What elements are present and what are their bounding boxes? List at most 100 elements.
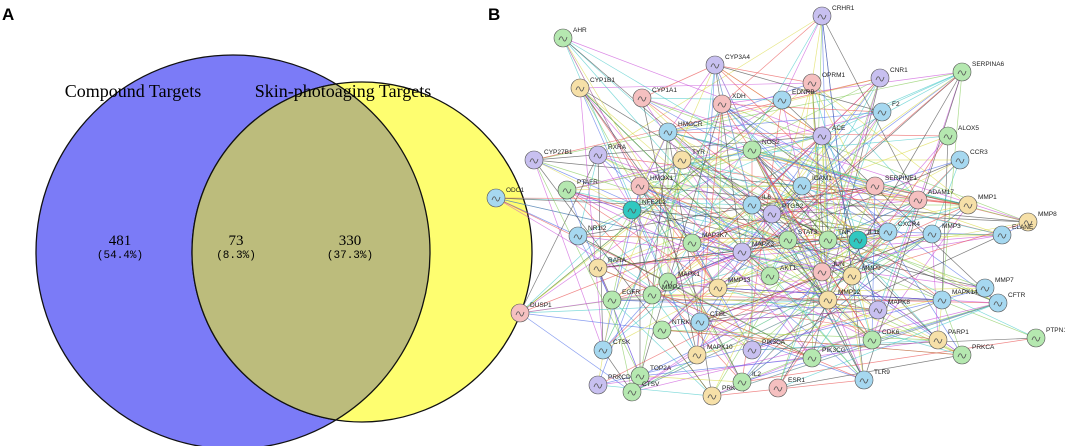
network-edge bbox=[931, 233, 1003, 236]
protein-structure-icon bbox=[765, 274, 775, 280]
network-edge bbox=[681, 159, 939, 341]
network-node-label: IL2 bbox=[752, 371, 761, 378]
network-node-circle bbox=[1018, 212, 1038, 232]
protein-structure-icon bbox=[817, 14, 827, 20]
network-node-label: RXRA bbox=[608, 144, 627, 151]
network-node-circle bbox=[593, 340, 613, 360]
venn-overlap-count: 73 bbox=[229, 233, 244, 249]
network-node: ODC1 bbox=[486, 187, 524, 208]
network-edge bbox=[631, 233, 933, 393]
network-edge bbox=[519, 154, 599, 314]
network-node-label: IL1B bbox=[868, 229, 881, 236]
network-node-label: MMP1 bbox=[978, 194, 997, 201]
network-edge bbox=[519, 149, 753, 314]
network-nodes: CRHR1AHRCYP3A4OPRM1CNR1SERPINA6CYP1B1CYP… bbox=[486, 5, 1065, 406]
network-node: EGFR bbox=[602, 289, 640, 310]
network-node-circle bbox=[848, 230, 868, 250]
network-node: RXRA bbox=[588, 144, 627, 165]
network-edge bbox=[751, 337, 1037, 351]
network-node-circle bbox=[642, 285, 662, 305]
network-node-circle bbox=[732, 372, 752, 392]
protein-structure-icon bbox=[677, 158, 687, 164]
network-node-circle bbox=[588, 375, 608, 395]
network-node-label: NOS2 bbox=[762, 139, 780, 146]
panel-b-letter: B bbox=[488, 5, 500, 24]
network-node-circle bbox=[818, 230, 838, 250]
network-edge bbox=[667, 281, 813, 359]
network-node: CTSL bbox=[690, 311, 727, 332]
network-edge bbox=[827, 233, 933, 301]
network-node-circle bbox=[570, 78, 590, 98]
network-node-circle bbox=[818, 290, 838, 310]
network-node-label: PTAFR bbox=[577, 179, 598, 186]
network-edge bbox=[641, 97, 829, 241]
network-node: MMP13 bbox=[708, 277, 751, 298]
network-node-label: EGFR bbox=[622, 289, 640, 296]
network-edge bbox=[651, 159, 683, 296]
network-node-circle bbox=[732, 242, 752, 262]
network-edge bbox=[811, 199, 919, 359]
network-edge bbox=[533, 159, 641, 377]
network-node-circle bbox=[812, 262, 832, 282]
protein-structure-icon bbox=[635, 184, 645, 190]
network-node-circle bbox=[524, 150, 544, 170]
network-node-label: DUSP1 bbox=[530, 302, 552, 309]
protein-structure-icon bbox=[593, 266, 603, 272]
network-node-label: MMP8 bbox=[1038, 211, 1057, 218]
network-edge bbox=[611, 239, 789, 301]
network-node-circle bbox=[868, 300, 888, 320]
network-edge bbox=[577, 71, 963, 237]
network-node-label: TNF bbox=[838, 229, 851, 236]
network-edge bbox=[691, 242, 753, 351]
network-node-circle bbox=[708, 278, 728, 298]
network-edge bbox=[533, 135, 823, 161]
network-node: CYP27B1 bbox=[524, 149, 573, 170]
network-node: CCR3 bbox=[950, 149, 988, 170]
protein-structure-icon bbox=[937, 298, 947, 304]
network-edge bbox=[562, 37, 865, 381]
protein-structure-icon bbox=[695, 320, 705, 326]
network-node-label: PTPN1 bbox=[1046, 327, 1065, 334]
network-edge bbox=[639, 185, 719, 289]
network-edge bbox=[566, 111, 883, 191]
network-edge bbox=[566, 189, 633, 211]
network-edge bbox=[566, 185, 803, 191]
network-edge bbox=[611, 299, 713, 397]
protein-structure-icon bbox=[817, 270, 827, 276]
network-edge bbox=[691, 242, 829, 301]
network-edge bbox=[771, 213, 889, 233]
network-edge bbox=[699, 309, 879, 323]
network-node-label: CYP27B1 bbox=[544, 149, 573, 156]
network-node-circle bbox=[865, 176, 885, 196]
network-node-label: AHR bbox=[573, 27, 587, 34]
network-edge bbox=[566, 189, 743, 253]
network-node-label: ICAM1 bbox=[812, 175, 832, 182]
network-node-circle bbox=[630, 366, 650, 386]
network-node-circle bbox=[842, 266, 862, 286]
network-node: MMP7 bbox=[975, 277, 1014, 298]
network-node-circle bbox=[622, 200, 642, 220]
network-node-label: PRKCA bbox=[972, 344, 995, 351]
protein-structure-icon bbox=[853, 238, 863, 244]
network-node-label: CYP1A1 bbox=[652, 87, 677, 94]
network-edge bbox=[714, 64, 823, 137]
network-node-label: CFTR bbox=[1008, 292, 1026, 299]
network-edge bbox=[639, 185, 789, 241]
protein-structure-icon bbox=[713, 286, 723, 292]
network-node: PIK3CA bbox=[742, 339, 786, 360]
network-edge bbox=[751, 231, 889, 351]
network-node-circle bbox=[928, 330, 948, 350]
network-edge bbox=[602, 103, 723, 351]
network-node-circle bbox=[705, 55, 725, 75]
protein-structure-icon bbox=[867, 338, 877, 344]
network-node: NFE2L2 bbox=[622, 199, 666, 220]
network-edge bbox=[699, 321, 813, 359]
protein-structure-icon bbox=[635, 374, 645, 380]
protein-structure-icon bbox=[663, 280, 673, 286]
network-edge bbox=[597, 209, 633, 269]
network-edge bbox=[931, 233, 939, 341]
protein-structure-icon bbox=[663, 130, 673, 136]
network-edge bbox=[597, 154, 969, 206]
network-edge bbox=[811, 82, 889, 233]
network-node-label: MMP3 bbox=[942, 223, 961, 230]
